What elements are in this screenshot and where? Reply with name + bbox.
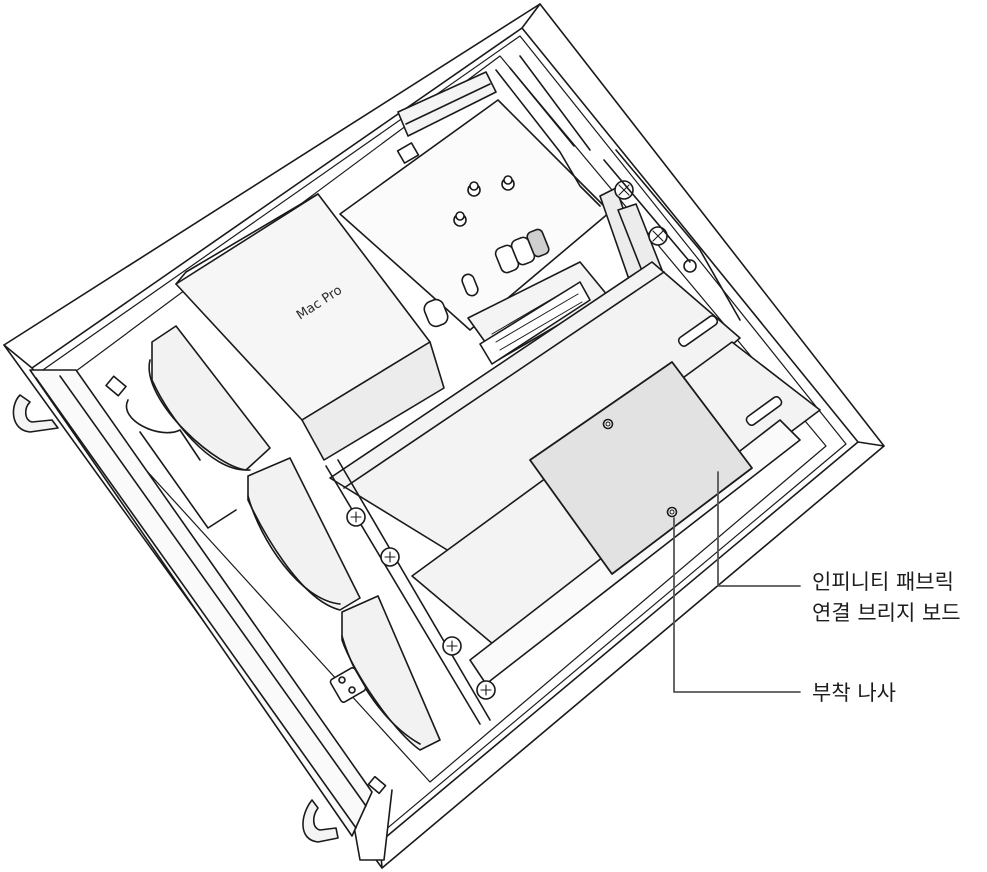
- mounting-screw-label: 부착 나사: [812, 678, 896, 709]
- bridge-board: [529, 361, 753, 575]
- rear-bracket-area: [339, 55, 741, 331]
- left-side-panel: [29, 369, 387, 837]
- mounting-screw-label-line-1: 부착 나사: [812, 681, 896, 705]
- bridge-board-label-line-1: 인피니티 패브릭: [812, 570, 954, 594]
- psu-module: [175, 193, 445, 461]
- bridge-board-label-line-2: 연결 브리지 보드: [812, 601, 961, 625]
- fan-modules: [125, 325, 441, 751]
- bridge-board-label: 인피니티 패브릭 연결 브리지 보드: [812, 567, 961, 629]
- callout-leaders: [673, 471, 801, 693]
